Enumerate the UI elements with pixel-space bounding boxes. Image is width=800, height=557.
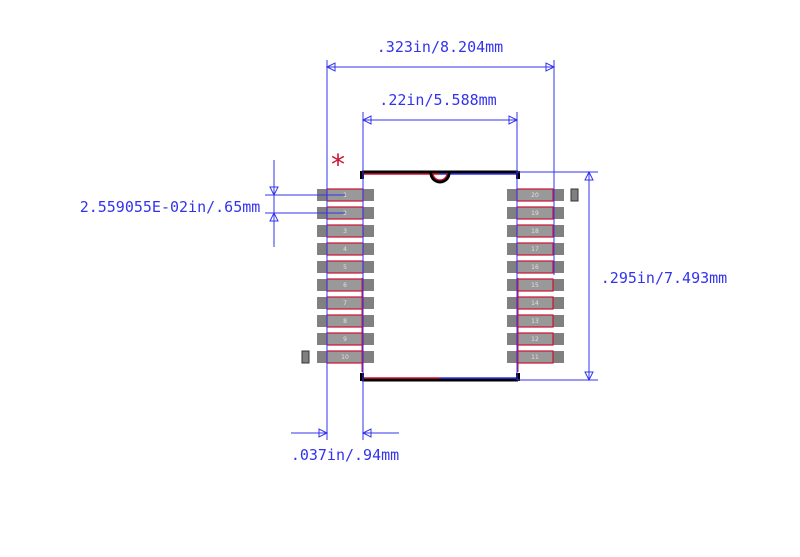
pad: 16 (507, 260, 564, 274)
pitch-label: 2.559055E-02in/.65mm (80, 198, 261, 216)
dimension-overall-width (325, 60, 556, 440)
pin-number: 15 (531, 282, 539, 289)
pad: 12 (507, 332, 564, 346)
pin-number: 9 (343, 336, 347, 343)
pin-number: 7 (343, 300, 347, 307)
pin-number: 10 (341, 354, 349, 361)
pad: 3 (317, 224, 374, 238)
package-body (360, 112, 520, 440)
corner-mark (516, 373, 520, 381)
body-width-label: .22in/5.588mm (379, 91, 496, 109)
pad: 13 (507, 314, 564, 328)
pin-number: 18 (531, 228, 539, 235)
corner-mark (516, 171, 520, 179)
dimension-pitch (265, 160, 345, 247)
pin-marker-right (570, 188, 579, 202)
pin-number: 11 (531, 354, 539, 361)
pad: 18 (507, 224, 564, 238)
pin-number: 2 (343, 210, 347, 217)
body-length-label: .295in/7.493mm (601, 269, 727, 287)
pin1-notch-inner (432, 172, 448, 181)
pad: 19 (507, 206, 564, 220)
pin-number: 3 (343, 228, 347, 235)
pin-number: 19 (531, 210, 539, 217)
pad: 6 (317, 278, 374, 292)
pin-number: 17 (531, 246, 539, 253)
pad: 17 (507, 242, 564, 256)
pad: 7 (317, 296, 374, 310)
pin-number: 6 (343, 282, 347, 289)
corner-mark (360, 373, 364, 381)
pad: 8 (317, 314, 374, 328)
pin1-asterisk: * (331, 148, 345, 181)
pin1-notch (429, 172, 451, 184)
pin-number: 12 (531, 336, 539, 343)
pad: 14 (507, 296, 564, 310)
pin-number: 14 (531, 300, 539, 307)
pin-number: 8 (343, 318, 347, 325)
pad: 9 (317, 332, 374, 346)
pin-number: 1 (343, 192, 347, 199)
pin-number: 5 (343, 264, 347, 271)
pin-number: 16 (531, 264, 539, 271)
dimension-pad-length (291, 428, 399, 438)
pad: 15 (507, 278, 564, 292)
dimension-body-length (517, 170, 598, 382)
pin-number: 4 (343, 246, 347, 253)
pad: 10 (317, 350, 374, 364)
pad-length-label: .037in/.94mm (291, 446, 399, 464)
dimension-body-width (361, 115, 519, 125)
pin-marker-left (301, 350, 310, 364)
pad: 5 (317, 260, 374, 274)
corner-mark (360, 171, 364, 179)
pad: 4 (317, 242, 374, 256)
overall-width-label: .323in/8.204mm (377, 38, 503, 56)
pin-number: 13 (531, 318, 539, 325)
pin-number: 20 (531, 192, 539, 199)
pad: 11 (507, 350, 564, 364)
pad: 20 (507, 188, 564, 202)
